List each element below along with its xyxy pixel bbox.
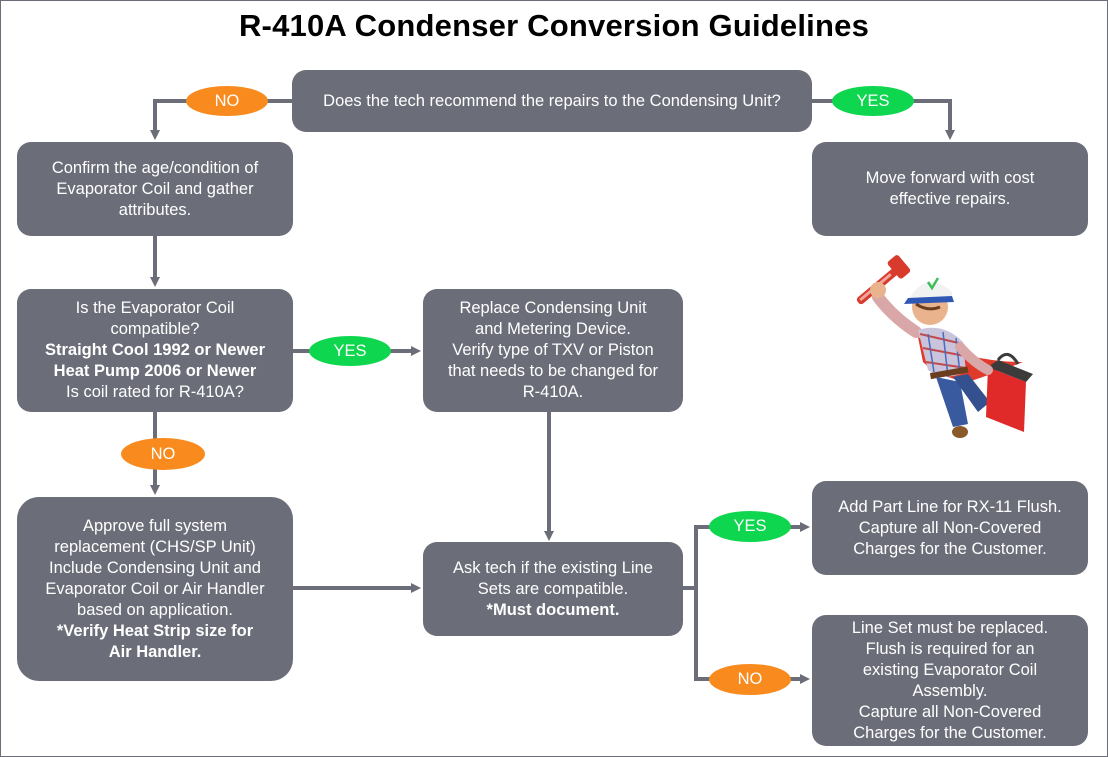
ask-linesets-line: Sets are compatible. [477, 579, 629, 598]
approve-line: replacement (CHS/SP Unit) [54, 537, 256, 556]
confirm-coil-line: attributes. [118, 200, 192, 219]
add-part-line-line: Capture all Non-Covered [858, 518, 1042, 537]
coil-question-line: Is coil rated for R-410A? [66, 383, 244, 401]
coil-yes-label: YES [309, 336, 391, 366]
toolbox-icon [986, 352, 1033, 432]
lineset-replace-line: existing Evaporator Coil [862, 660, 1038, 679]
approve-line: Evaporator Coil or Air Handler [45, 579, 265, 598]
repairs-no-label: NO [186, 86, 268, 116]
replace-condensing-box: Replace Condensing Unit and Metering Dev… [423, 289, 683, 412]
add-part-line-line: Add Part Line for RX-11 Flush. [838, 497, 1062, 516]
lineset-no-label: NO [709, 664, 791, 695]
question-repairs-text: Does the tech recommend the repairs to t… [323, 91, 781, 110]
lineset-replace-box: Line Set must be replaced. Flush is requ… [812, 615, 1088, 746]
move-forward-line: effective repairs. [889, 190, 1011, 208]
approve-note: *Verify Heat Strip size for [56, 621, 254, 640]
approve-line: Approve full system [83, 516, 227, 535]
coil-no-label: NO [121, 438, 205, 470]
replace-line: Replace Condensing Unit [459, 299, 647, 317]
confirm-coil-line: Evaporator Coil and gather [56, 179, 254, 198]
page-title: R-410A Condenser Conversion Guidelines [238, 8, 870, 43]
repairs-yes-label: YES [832, 86, 914, 116]
coil-criteria-heat-pump: Heat Pump 2006 or Newer [53, 362, 257, 380]
coil-question-line: Is the Evaporator Coil [75, 299, 235, 317]
approve-full-replacement-box: Approve full system replacement (CHS/SP … [17, 497, 293, 681]
add-part-line-box: Add Part Line for RX-11 Flush. Capture a… [812, 481, 1088, 575]
lineset-replace-line: Charges for the Customer. [853, 723, 1047, 742]
approve-line: based on application. [77, 600, 233, 619]
move-forward-box: Move forward with cost effective repairs… [812, 142, 1088, 236]
approve-line: Include Condensing Unit and [49, 558, 261, 577]
confirm-coil-line: Confirm the age/condition of [51, 158, 259, 177]
coil-criteria-straight-cool: Straight Cool 1992 or Newer [44, 341, 266, 359]
move-forward-line: Move forward with cost [865, 169, 1035, 187]
lineset-replace-line: Capture all Non-Covered [858, 702, 1042, 721]
replace-line: that needs to be changed for [447, 362, 659, 380]
replace-line: Verify type of TXV or Piston [452, 341, 654, 359]
lineset-replace-line: Assembly. [912, 681, 988, 700]
coil-compatible-question-box: Is the Evaporator Coil compatible? Strai… [17, 289, 293, 412]
replace-line: R-410A. [522, 383, 584, 401]
lineset-replace-line: Flush is required for an [865, 639, 1035, 658]
coil-question-line: compatible? [110, 320, 200, 338]
replace-line: and Metering Device. [475, 320, 631, 338]
approve-note: Air Handler. [108, 642, 202, 661]
add-part-line-line: Charges for the Customer. [853, 539, 1047, 558]
ask-linesets-note: *Must document. [486, 600, 620, 619]
ask-linesets-box: Ask tech if the existing Line Sets are c… [423, 542, 683, 636]
lineset-replace-line: Line Set must be replaced. [851, 618, 1049, 637]
question-repairs-box: Does the tech recommend the repairs to t… [292, 70, 812, 132]
lineset-yes-label: YES [709, 511, 791, 542]
ask-linesets-line: Ask tech if the existing Line [453, 558, 653, 577]
confirm-coil-box: Confirm the age/condition of Evaporator … [17, 142, 293, 236]
flying-technician-illustration [856, 255, 1033, 438]
